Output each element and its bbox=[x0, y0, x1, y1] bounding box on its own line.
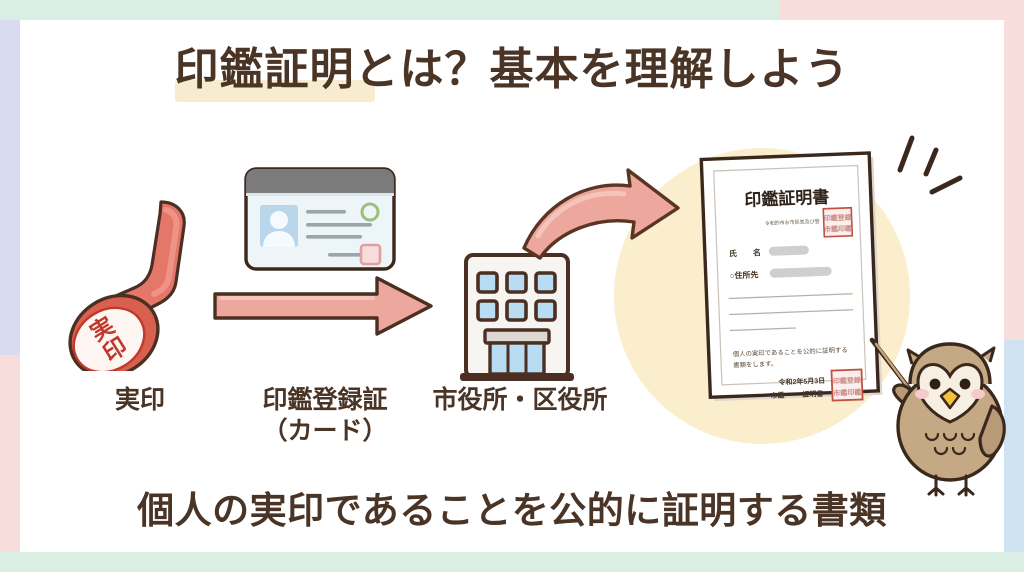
svg-text:市鑑印鑑: 市鑑印鑑 bbox=[833, 388, 861, 398]
arrow-curved-icon bbox=[512, 152, 702, 279]
sparkle-lines-icon bbox=[884, 126, 980, 211]
label-stamp: 実印 bbox=[60, 385, 220, 416]
certificate-issuer-left: 市鑑 bbox=[770, 390, 784, 400]
label-card-line1: 印鑑登録証 bbox=[262, 386, 388, 414]
title-highlight-bar bbox=[174, 80, 375, 102]
page-title-area: 印鑑証明とは？基本を理解しよう bbox=[0, 45, 1024, 102]
border-band-bottom-green bbox=[0, 552, 1024, 572]
certificate-field-name-label: 氏 名 bbox=[729, 247, 761, 258]
border-band-left-lavender bbox=[0, 20, 20, 355]
page-title: 印鑑証明とは？基本を理解しよう bbox=[174, 45, 850, 94]
border-band-right-pink bbox=[1004, 20, 1024, 340]
owl-mascot-icon bbox=[866, 334, 1024, 505]
certificate-field-address-redaction bbox=[769, 266, 832, 278]
certificate-field-name-redaction bbox=[768, 245, 809, 256]
certificate-registration-note: 令和的市お市民気及び登 bbox=[765, 218, 820, 227]
border-band-left-pink bbox=[0, 355, 20, 552]
certificate-date: 令和2年5月3日 bbox=[777, 376, 825, 387]
label-office-line1: 市役所・区役所 bbox=[432, 386, 608, 414]
border-band-top-pink bbox=[780, 0, 1024, 20]
label-city-office: 市役所・区役所 bbox=[410, 385, 630, 416]
arrow-right-icon bbox=[205, 272, 440, 345]
registration-card-icon bbox=[240, 163, 400, 283]
seal-certificate-document: 印鑑証明書 令和的市お市民気及び登 印鑑登録 市鑑印鑑 氏 名 ○住所先 個人の… bbox=[694, 150, 894, 417]
label-registration-card: 印鑑登録証 （カード） bbox=[215, 385, 435, 448]
hanko-stamp-icon: 実 印 bbox=[62, 196, 202, 379]
label-stamp-line1: 実印 bbox=[114, 386, 165, 414]
certificate-seal-top: 印鑑登録 市鑑印鑑 bbox=[822, 206, 854, 238]
certificate-issuer-right: 証明書 bbox=[802, 389, 823, 399]
certificate-seal-bottom: 印鑑登録 市鑑印鑑 bbox=[830, 368, 864, 402]
label-card-line2: （カード） bbox=[262, 417, 388, 446]
border-band-top-green bbox=[0, 0, 780, 20]
border-band-right-blue bbox=[1004, 340, 1024, 552]
certificate-body-line-2: 書類をします。 bbox=[733, 359, 777, 370]
svg-text:印鑑登録: 印鑑登録 bbox=[833, 375, 862, 385]
certificate-field-address-label: ○住所先 bbox=[730, 269, 759, 280]
svg-text:市鑑印鑑: 市鑑印鑑 bbox=[824, 224, 852, 234]
page-caption: 個人の実印であることを公的に証明する書類 bbox=[137, 490, 887, 531]
city-hall-building-icon bbox=[452, 243, 582, 390]
svg-text:印鑑登録: 印鑑登録 bbox=[823, 213, 852, 223]
certificate-title: 印鑑証明書 bbox=[744, 187, 830, 210]
